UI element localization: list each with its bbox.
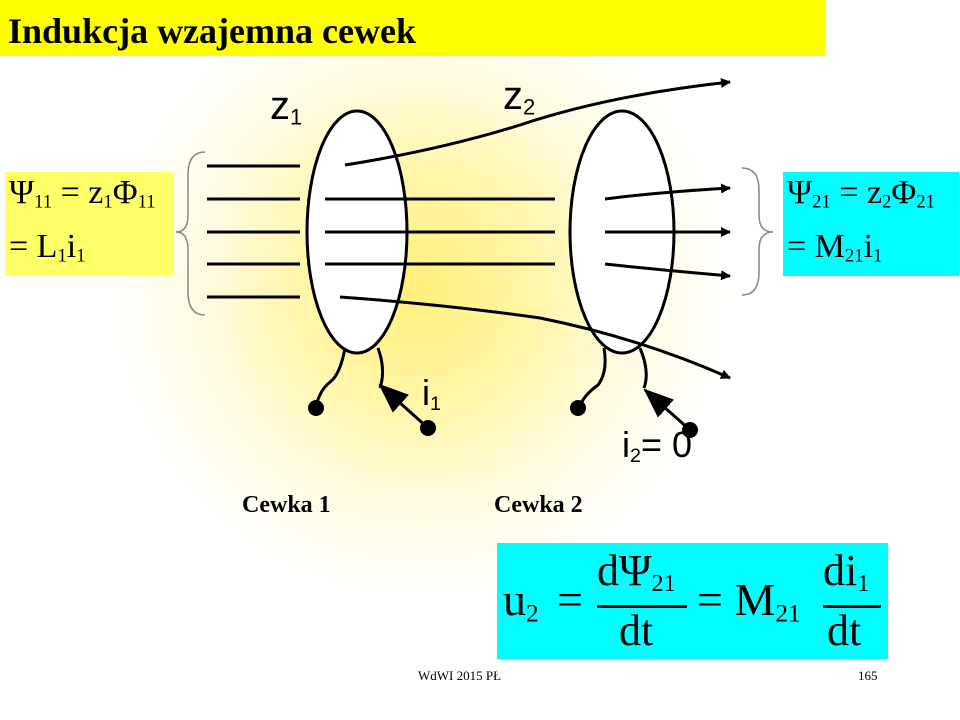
- left-formula-line1: Ψ11 = z1Φ11: [9, 174, 156, 213]
- right-formula-box: Ψ21 = z2Φ21 = M21i1: [783, 172, 959, 276]
- coil2-leads: [578, 347, 648, 407]
- bottom-fraction1-denominator: dt: [619, 606, 654, 655]
- coil1-leads: [314, 347, 385, 407]
- coil1-caption: Cewka 1: [242, 492, 331, 518]
- flux-lines-middle: [325, 197, 555, 266]
- bottom-fraction1-bar: [597, 605, 687, 608]
- current2-label: i2= 0: [622, 424, 693, 467]
- slide-title: Indukcja wzajemna cewek: [8, 11, 416, 51]
- flux-lines-right: [339, 77, 731, 380]
- bottom-eq2: = M21: [697, 574, 801, 628]
- coil1-turns-label: z1: [270, 84, 303, 130]
- right-formula-line1: Ψ21 = z2Φ21: [787, 174, 935, 213]
- current1-arrow: [378, 383, 430, 430]
- bottom-u: u2: [503, 574, 539, 628]
- bottom-fraction2-bar: [823, 605, 881, 608]
- left-brace: [175, 151, 206, 316]
- current2-arrow: [643, 388, 691, 432]
- left-formula-box: Ψ11 = z1Φ11 = L1i1: [5, 172, 173, 276]
- title-bar: Indukcja wzajemna cewek: [0, 0, 825, 56]
- footer-text: WdWI 2015 PŁ: [418, 668, 502, 683]
- bottom-fraction1-numerator: dΨ21: [597, 546, 676, 598]
- right-formula-line2: = M21i1: [787, 228, 883, 267]
- bottom-fraction2-denominator: dt: [827, 606, 862, 655]
- page-number: 165: [858, 668, 878, 683]
- left-formula-line2: = L1i1: [9, 228, 86, 267]
- coil2-terminal-a: [570, 400, 586, 416]
- right-brace: [741, 167, 774, 296]
- bottom-eq1: =: [557, 574, 583, 625]
- bottom-formula-box: u2 = dΨ21 dt = M21 di1 dt: [497, 543, 888, 659]
- coil1-terminal-a: [308, 400, 324, 416]
- coil2-caption: Cewka 2: [494, 492, 583, 518]
- coil2-turns-label: z2: [503, 74, 536, 120]
- current1-label: i1: [422, 372, 442, 415]
- flux-lines-left: [207, 164, 300, 299]
- bottom-fraction2-numerator: di1: [823, 546, 870, 598]
